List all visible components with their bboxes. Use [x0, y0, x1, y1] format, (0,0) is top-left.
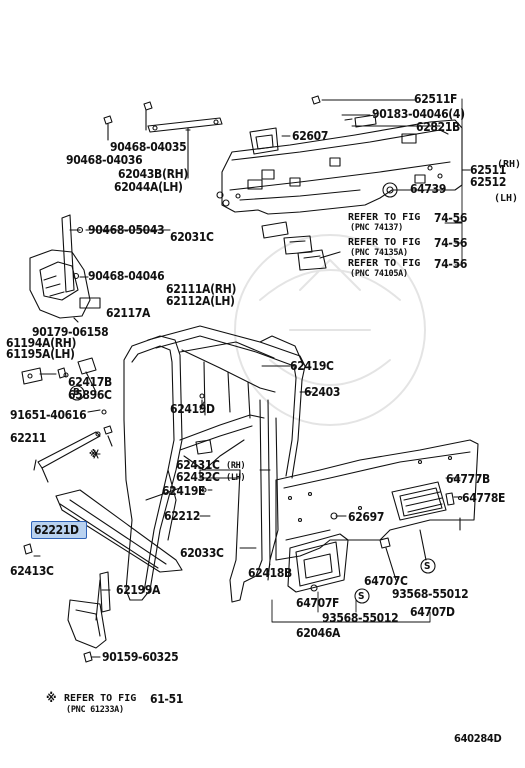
label-90159-60325[interactable]: 90159-60325 [102, 650, 179, 664]
label-64777B[interactable]: 64777B [446, 472, 490, 486]
label-90468-04035[interactable]: 90468-04035 [110, 140, 187, 154]
note-num[interactable]: 61-51 [150, 692, 184, 706]
label-62511[interactable]: 62511 [470, 163, 507, 177]
label-ref1-pnc: (PNC 74137) [350, 223, 403, 233]
label-62403[interactable]: 62403 [304, 385, 341, 399]
note-pnc: (PNC 61233A) [66, 705, 124, 715]
label-90468-05043[interactable]: 90468-05043 [88, 223, 165, 237]
label-62043B[interactable]: 62043B(RH) [118, 167, 189, 181]
lamp-62607 [249, 127, 279, 155]
label-64707C[interactable]: 64707C [364, 574, 408, 588]
label-62511F[interactable]: 62511F [414, 92, 458, 106]
label-90468-04046[interactable]: 90468-04046 [88, 269, 165, 283]
quarter-panel-62111A [29, 249, 101, 323]
pillar-62031C [61, 214, 171, 293]
label-62033C[interactable]: 62033C [180, 546, 224, 560]
label-62199A[interactable]: 62199A [116, 583, 161, 597]
label-91651-40616[interactable]: 91651-40616 [10, 408, 87, 422]
label-ref3-pnc: (PNC 74105A) [350, 269, 408, 279]
label-ref2-num[interactable]: 74-56 [434, 236, 468, 250]
watermark-emblem [234, 234, 426, 426]
label-lh-62512: (LH) [494, 193, 519, 204]
label-64778E[interactable]: 64778E [462, 491, 506, 505]
label-62419C[interactable]: 62419C [290, 359, 334, 373]
label-ref2[interactable]: REFER TO FIG [348, 237, 421, 248]
label-62221D[interactable]: 62221D [34, 523, 79, 537]
lower-trim-62199A [67, 571, 111, 649]
label-ref1[interactable]: REFER TO FIG [348, 212, 421, 223]
label-62512[interactable]: 62512 [470, 175, 507, 189]
label-ref1-num[interactable]: 74-56 [434, 211, 468, 225]
label-62111A[interactable]: 62111A(RH) [166, 282, 237, 296]
trim-62821B [344, 114, 377, 128]
leaders-top [281, 98, 471, 267]
label-ref2-pnc: (PNC 74135A) [350, 248, 408, 258]
label-ref3-num[interactable]: 74-56 [434, 257, 468, 271]
label-90468-04036[interactable]: 90468-04036 [66, 153, 143, 167]
label-62419D[interactable]: 62419D [170, 402, 215, 416]
label-62431C[interactable]: 62431C [176, 458, 220, 472]
label-62046A[interactable]: 62046A [296, 626, 341, 640]
label-callout-s1: S [358, 591, 365, 602]
label-90183-04046[interactable]: 90183-04046(4) [372, 107, 465, 121]
callout-b-circle [69, 385, 85, 401]
side-panel-62403 [275, 439, 479, 561]
label-90179-06158[interactable]: 90179-06158 [32, 325, 109, 339]
label-62419E[interactable]: 62419E [162, 484, 206, 498]
inside-handle-62046A [287, 533, 349, 593]
label-callout-b: B [73, 387, 80, 398]
callout-s1-circle [354, 588, 370, 604]
lamp-refs [261, 221, 341, 271]
label-61195A[interactable]: 61195A(LH) [6, 347, 75, 361]
label-rh-62511: (RH) [497, 159, 522, 170]
callout-s2-circle [420, 558, 436, 574]
label-62044A[interactable]: 62044A(LH) [114, 180, 183, 194]
note-mark: ※ [46, 691, 57, 705]
rear-upper-panel [216, 119, 463, 215]
label-62212[interactable]: 62212 [164, 509, 201, 523]
label-62418B[interactable]: 62418B [248, 566, 292, 580]
label-64707F[interactable]: 64707F [296, 596, 340, 610]
label-65896C[interactable]: 65896C [68, 388, 112, 402]
label-62821B[interactable]: 62821B [416, 120, 460, 134]
hinge-62417B [21, 357, 97, 393]
label-64707D[interactable]: 64707D [410, 605, 455, 619]
label-62607[interactable]: 62607 [292, 129, 329, 143]
label-62432C[interactable]: 62432C [176, 470, 220, 484]
bracket-62043B [103, 101, 223, 179]
label-lh-62432C: (LH) [226, 473, 246, 483]
door-frame-62403 [123, 325, 306, 603]
label-ref3[interactable]: REFER TO FIG [348, 258, 421, 269]
label-62211[interactable]: 62211 [10, 431, 47, 445]
diagram-id: 640284D [454, 732, 502, 745]
label-62413C[interactable]: 62413C [10, 564, 54, 578]
label-62117A[interactable]: 62117A [106, 306, 151, 320]
label-93568-55012-b[interactable]: 93568-55012 [392, 587, 469, 601]
label-rh-62431C: (RH) [226, 461, 246, 471]
label-61194A[interactable]: 61194A(RH) [6, 336, 77, 350]
label-93568-55012-a[interactable]: 93568-55012 [322, 611, 399, 625]
highlight-62221D [31, 521, 87, 539]
label-62697[interactable]: 62697 [348, 510, 385, 524]
note-refer[interactable]: REFER TO FIG [64, 693, 137, 704]
label-callout-s2: S [424, 561, 431, 572]
label-star-mark: ※ [89, 449, 98, 460]
rod-62211 [33, 431, 113, 483]
label-62112A[interactable]: 62112A(LH) [166, 294, 235, 308]
label-62417B[interactable]: 62417B [68, 375, 112, 389]
label-62031C[interactable]: 62031C [170, 230, 214, 244]
label-64739[interactable]: 64739 [410, 182, 447, 196]
vent-64777B [391, 481, 447, 521]
